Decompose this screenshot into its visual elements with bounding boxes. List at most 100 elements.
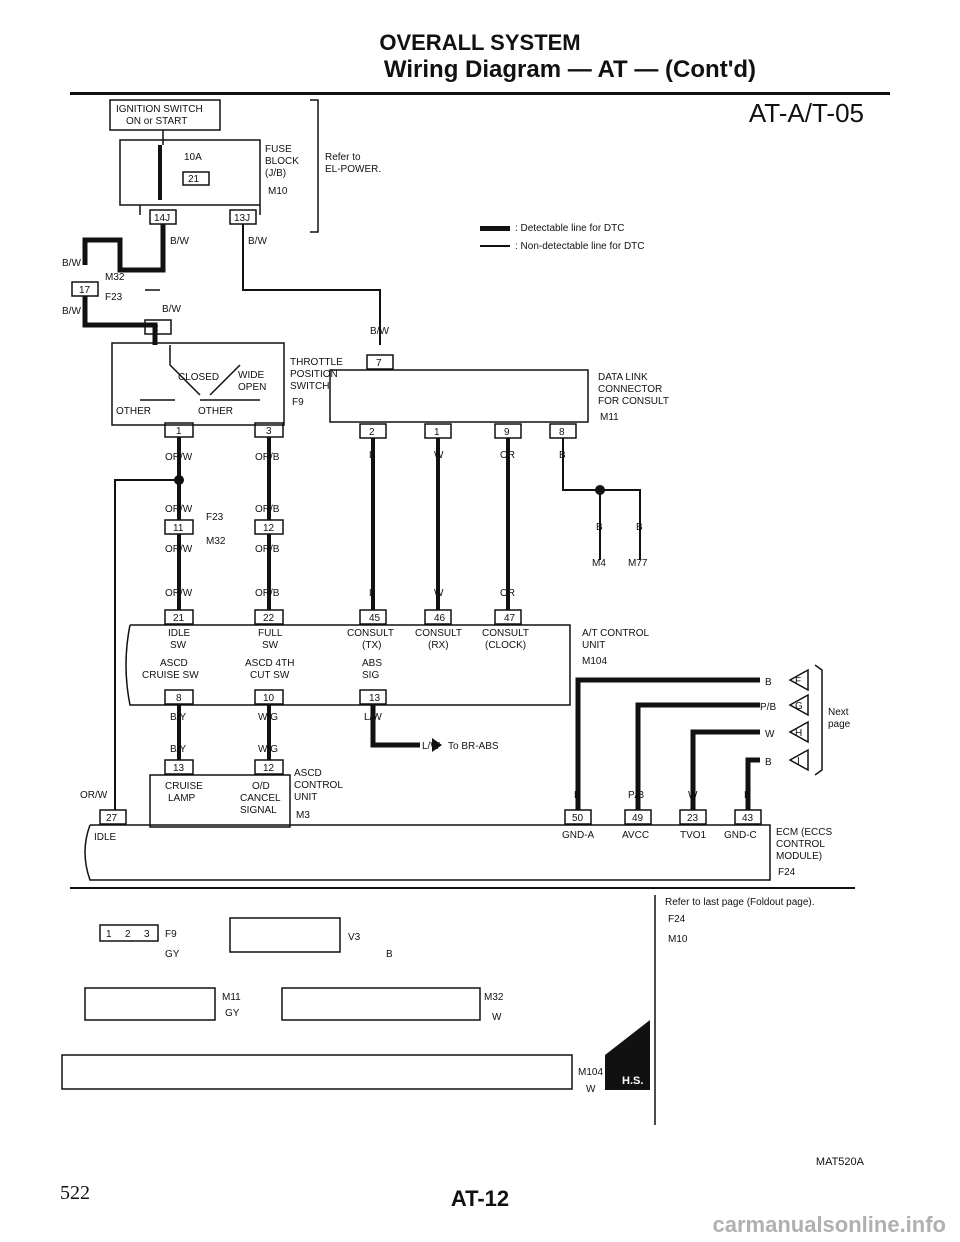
dlc-box bbox=[329, 369, 589, 423]
tcm-ascd-cruise-2: CRUISE SW bbox=[142, 670, 199, 681]
gnd-wire-2: B bbox=[636, 522, 643, 533]
ecm-conn: F24 bbox=[778, 867, 796, 878]
tps-wire-orb-3: OR/B bbox=[255, 544, 280, 555]
tcm-wire-wg: W/G bbox=[258, 712, 278, 723]
next-page-2: page bbox=[828, 719, 851, 730]
fuse-block-l3: (J/B) bbox=[265, 168, 286, 179]
dlc-wire-d: B bbox=[559, 450, 566, 461]
tps-label-1: THROTTLE bbox=[290, 357, 343, 368]
wire-bw-4: B/W bbox=[62, 306, 81, 317]
next-page-1: Next bbox=[828, 707, 849, 718]
ascd-label-3: UNIT bbox=[294, 792, 317, 803]
fuse-amp: 10A bbox=[184, 152, 202, 163]
tps-wire-orb-2: OR/B bbox=[255, 504, 280, 515]
next-letter-f: F bbox=[795, 676, 801, 687]
f9-conn: F9 bbox=[165, 929, 177, 940]
tps-switch-contacts bbox=[140, 345, 260, 401]
tcm-label-1: A/T CONTROL bbox=[582, 628, 649, 639]
hs-block bbox=[605, 1020, 650, 1090]
tcm-pin-22: 22 bbox=[263, 613, 275, 624]
tcm-pin-47: 47 bbox=[504, 613, 516, 624]
hs-label: H.S. bbox=[622, 1075, 643, 1087]
tcm-pin-47-box bbox=[494, 609, 522, 625]
ecm-wire-b: B bbox=[574, 790, 581, 801]
tcm-abs-2: SIG bbox=[362, 670, 379, 681]
pin-13j: 13J bbox=[234, 213, 250, 224]
tcm-consult-tx: CONSULT bbox=[347, 628, 394, 639]
dlc-pin-7: 7 bbox=[376, 358, 382, 369]
tps-pin-12: 12 bbox=[263, 523, 275, 534]
orw-to-ecm-wire bbox=[114, 479, 179, 810]
tps-wide-1: WIDE bbox=[238, 370, 264, 381]
ecm-avcc: AVCC bbox=[622, 830, 649, 841]
tcm-pin-45-box bbox=[359, 609, 387, 625]
tcm-wire-l: L bbox=[369, 588, 375, 599]
ascd-od-2: CANCEL bbox=[240, 793, 281, 804]
ecm-idle: IDLE bbox=[94, 832, 117, 843]
ecm-pin-50: 50 bbox=[572, 813, 584, 824]
fuse-bracket bbox=[310, 99, 319, 233]
dlc-consult-wires bbox=[371, 438, 510, 610]
m11-conn: M11 bbox=[222, 992, 241, 1003]
dlc-conn: M11 bbox=[600, 412, 619, 423]
dlc-label-1: DATA LINK bbox=[598, 372, 648, 383]
conn-v3-face bbox=[229, 917, 341, 953]
tcm-pin-21: 21 bbox=[173, 613, 185, 624]
page-number: AT-12 bbox=[450, 1186, 510, 1211]
tps-wire-orw-3: OR/W bbox=[165, 544, 193, 555]
tcm-pin-46-box bbox=[424, 609, 452, 625]
tcm-wire-lw-2: L/W bbox=[422, 741, 440, 752]
ascd-od: O/D bbox=[252, 781, 270, 792]
ascd-signal-wires bbox=[177, 704, 271, 760]
m32-color: W bbox=[492, 1012, 502, 1023]
v3-conn: V3 bbox=[348, 932, 361, 943]
ecm-label-2: CONTROL bbox=[776, 839, 825, 850]
conn-f23-label: F23 bbox=[105, 292, 123, 303]
dlc-wire-c: OR bbox=[500, 450, 515, 461]
wire-bw-2: B/W bbox=[248, 236, 267, 247]
book-page-number: 522 bbox=[60, 1182, 90, 1204]
tps-wire-orw-4: OR/W bbox=[165, 588, 193, 599]
tps-pin-3: 3 bbox=[266, 426, 272, 437]
tcm-pin-8: 8 bbox=[176, 693, 182, 704]
tcm-conn: M104 bbox=[582, 656, 607, 667]
foldout-refer: Refer to last page (Foldout page). bbox=[665, 897, 815, 908]
tcm-pin-46: 46 bbox=[434, 613, 446, 624]
tcm-wire-by: B/Y bbox=[170, 712, 186, 723]
next-wire-w: W bbox=[765, 729, 775, 740]
figure-ref: MAT520A bbox=[815, 1156, 864, 1168]
tps-pin-2-box bbox=[144, 319, 172, 335]
tcm-box bbox=[125, 624, 571, 706]
next-page-bracket bbox=[814, 664, 823, 776]
tcm-pin-22-box bbox=[254, 609, 284, 625]
foldout-m10: M10 bbox=[668, 934, 688, 945]
ecm-label-1: ECM (ECCS bbox=[776, 827, 832, 838]
tcm-consult-clk-2: (CLOCK) bbox=[485, 640, 526, 651]
ecm-pin-43: 43 bbox=[742, 813, 754, 824]
ecm-gnd-c: GND-C bbox=[724, 830, 757, 841]
ecm-wire-pb: P/B bbox=[628, 790, 644, 801]
next-letter-h: H bbox=[795, 728, 802, 739]
ascd-pin-13: 13 bbox=[173, 763, 185, 774]
legend-detectable-swatch bbox=[480, 226, 510, 231]
ecm-pin-27: 27 bbox=[106, 813, 118, 824]
lw-abs-wire bbox=[370, 704, 420, 748]
tps-label-3: SWITCH bbox=[290, 381, 329, 392]
header-rule bbox=[70, 92, 890, 95]
next-wire-pb: P/B bbox=[760, 702, 776, 713]
fuse-block-legs bbox=[139, 205, 261, 215]
ascd-conn: M3 bbox=[296, 810, 310, 821]
wire-bw-6: B/W bbox=[370, 326, 389, 337]
fuse-num: 21 bbox=[188, 174, 200, 185]
tcm-pin-13: 13 bbox=[369, 693, 381, 704]
fuse-pin-box bbox=[182, 171, 210, 186]
tcm-pin-10: 10 bbox=[263, 693, 275, 704]
bw-wire-14j bbox=[82, 224, 166, 273]
bw-wire-to-tps bbox=[82, 296, 158, 345]
dlc-wire-b: W bbox=[434, 450, 444, 461]
tcm-abs: ABS bbox=[362, 658, 382, 669]
abs-arrow bbox=[432, 738, 442, 752]
dlc-pin-d: 8 bbox=[559, 427, 565, 438]
conn-m11-face bbox=[84, 987, 216, 1021]
ecm-pin-23: 23 bbox=[687, 813, 699, 824]
